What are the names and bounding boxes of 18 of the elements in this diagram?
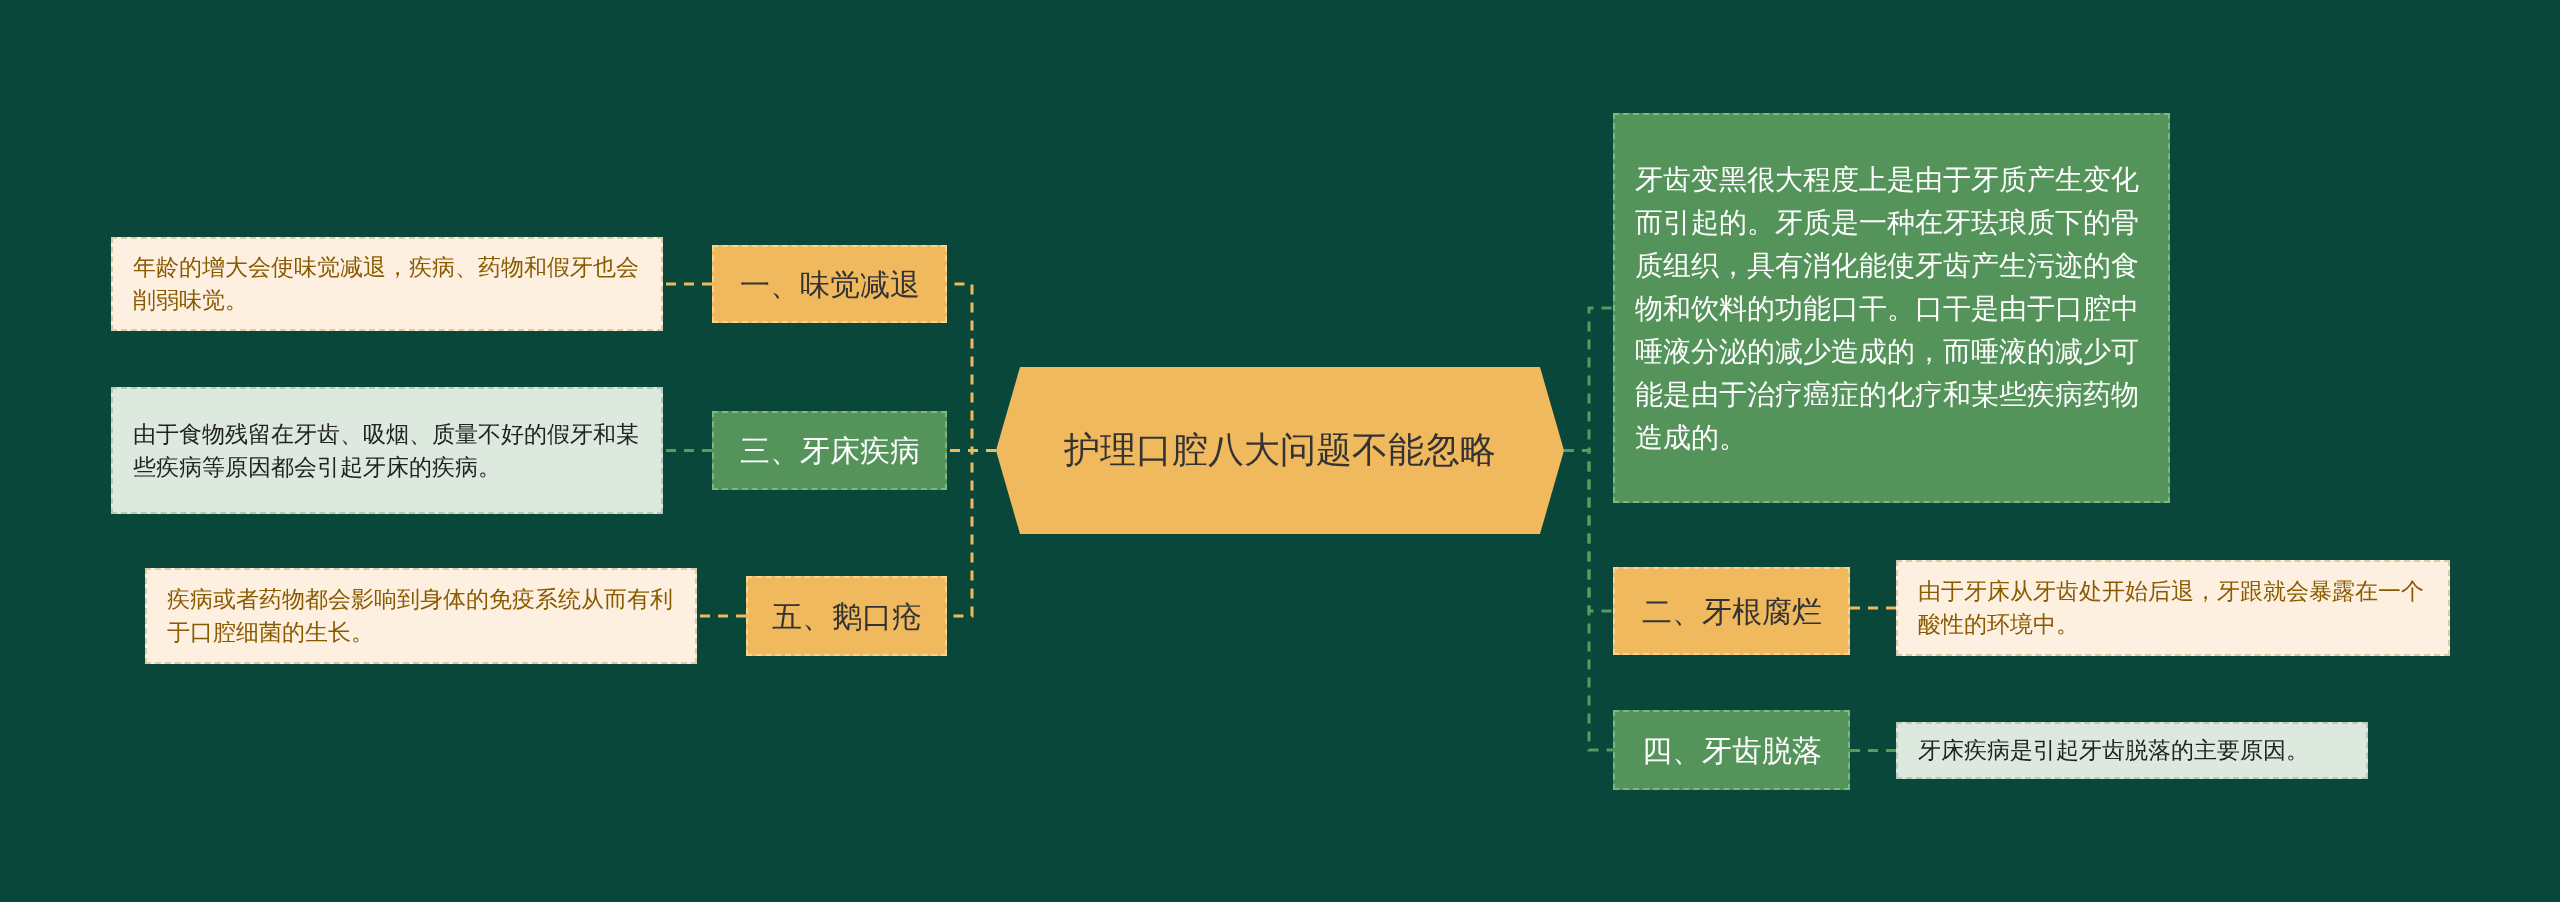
connector-line (1564, 449, 1613, 752)
connector-line (663, 282, 712, 286)
description-box: 由于食物残留在牙齿、吸烟、质量不好的假牙和某些疾病等原因都会引起牙床的疾病。 (111, 387, 663, 514)
topic-box: 五、鹅口疮 (746, 576, 947, 656)
connector-line (1850, 606, 1896, 610)
connector-line (697, 614, 746, 618)
description-box: 牙床疾病是引起牙齿脱落的主要原因。 (1896, 722, 2368, 779)
central-topic-hexagon: 护理口腔八大问题不能忽略 (996, 367, 1564, 534)
description-box: 疾病或者药物都会影响到身体的免疫系统从而有利于口腔细菌的生长。 (145, 568, 697, 664)
topic-box: 一、味觉减退 (712, 245, 947, 323)
description-box: 年龄的增大会使味觉减退，疾病、药物和假牙也会削弱味觉。 (111, 237, 663, 331)
topic-box: 三、牙床疾病 (712, 411, 947, 490)
connector-line (1850, 749, 1896, 752)
topic-box: 四、牙齿脱落 (1613, 710, 1850, 790)
topic-box: 二、牙根腐烂 (1613, 567, 1850, 655)
description-box: 牙齿变黑很大程度上是由于牙质产生变化而引起的。牙质是一种在牙珐琅质下的骨质组织，具有消化能使牙齿产生污迹的食物和饮料的功能口干。口干是由于口腔中唾液分泌的减少造成的，而唾液的减少可能是由于治疗癌症的化疗和某些疾病药物造成的。 (1613, 113, 2170, 503)
description-box: 由于牙床从牙齿处开始后退，牙跟就会暴露在一个酸性的环境中。 (1896, 560, 2450, 656)
connector-line (663, 449, 712, 452)
